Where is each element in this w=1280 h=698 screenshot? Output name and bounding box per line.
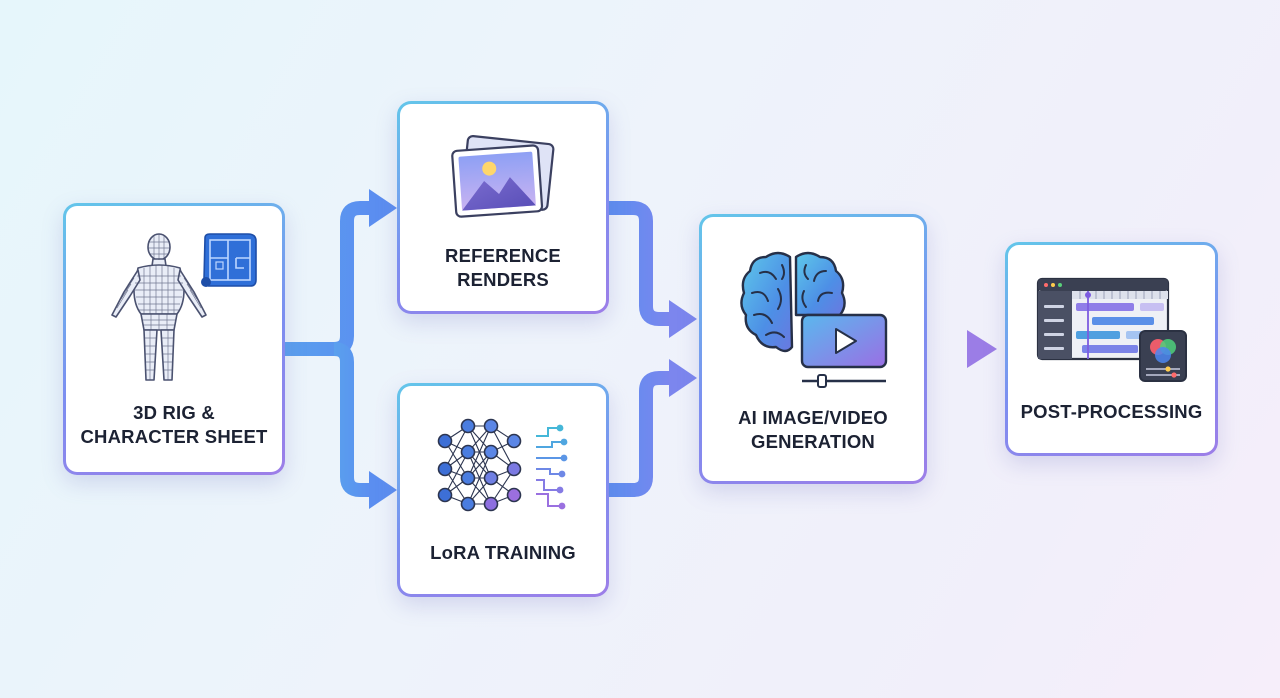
neural-network-icon — [437, 418, 568, 512]
arrowhead-ref — [369, 189, 397, 227]
arrowhead-gen-bottom — [669, 359, 697, 397]
node-3d-rig-character-sheet: 3D RIG & CHARACTER SHEET — [63, 203, 285, 475]
arrowhead-post — [967, 330, 997, 368]
arrow-ref-to-gen — [609, 201, 672, 326]
node-post-processing: POST-PROCESSING — [1005, 242, 1218, 456]
arrowhead-gen-top — [669, 300, 697, 338]
node-reference-renders: REFERENCE RENDERS — [397, 101, 609, 314]
arrow-rig-to-lora — [333, 342, 372, 497]
arrow-rig-to-ref — [285, 201, 372, 356]
image-stack-icon — [451, 135, 555, 218]
wireframe-body-icon — [111, 233, 207, 381]
blueprint-icon — [201, 233, 257, 287]
color-grading-icon — [1139, 330, 1187, 382]
node-label-post: POST-PROCESSING — [1020, 401, 1203, 422]
arrowhead-lora — [369, 471, 397, 509]
node-lora-training: LoRA TRAINING — [397, 383, 609, 597]
arrow-lora-to-gen — [609, 371, 672, 497]
node-label-gen-line1: AI IMAGE/VIDEO — [738, 407, 888, 428]
node-label-ref-line2: RENDERS — [457, 269, 549, 290]
brain-icon — [740, 251, 846, 353]
timeline-editor-icon — [1036, 277, 1170, 361]
video-play-icon — [800, 313, 888, 388]
node-label-gen-line2: GENERATION — [751, 431, 875, 452]
node-label-rig-line1: 3D RIG & — [133, 402, 215, 423]
node-label-ref-line1: REFERENCE — [445, 245, 561, 266]
node-label-rig-line2: CHARACTER SHEET — [80, 426, 268, 447]
node-ai-image-video-generation: AI IMAGE/VIDEO GENERATION — [699, 214, 927, 484]
node-label-lora: LoRA TRAINING — [430, 542, 576, 563]
